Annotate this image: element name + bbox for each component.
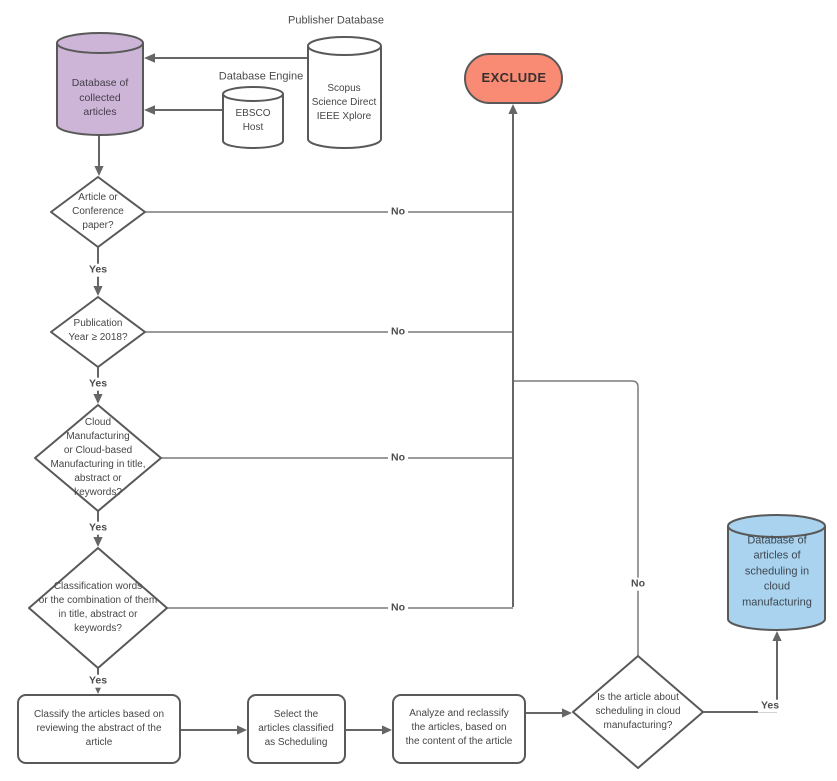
process-rects <box>17 694 526 764</box>
arrow-lines <box>97 57 778 731</box>
arrowhead-into-collected-bottom <box>144 105 155 115</box>
edge-yes-d5-to-scheduling-db <box>703 640 778 713</box>
publisher-database-body <box>307 36 382 149</box>
arrowheads <box>93 53 782 735</box>
edge-no-scheduling <box>513 380 639 656</box>
process-select-rect <box>247 694 346 764</box>
process-classify-rect <box>17 694 181 764</box>
scheduling-database-top-rim <box>727 525 826 538</box>
decision-publication-year-diamond <box>50 296 146 368</box>
arrowhead-into-select <box>237 725 247 735</box>
arrowhead-into-analyze <box>382 725 392 735</box>
exclude-terminator <box>464 53 563 104</box>
publisher-database-cylinder <box>307 36 382 149</box>
database-engine-body <box>222 86 284 149</box>
collected-database-body <box>56 32 144 136</box>
arrowhead-into-d2 <box>93 286 103 296</box>
arrowhead-into-scheduling-db <box>772 631 782 641</box>
process-analyze-rect <box>392 694 526 764</box>
no-branch-lines <box>145 211 639 656</box>
arrowhead-into-d5 <box>562 708 572 718</box>
arrowhead-into-collected-top <box>144 53 155 63</box>
database-engine-top-rim <box>222 93 284 102</box>
decision-classification-words-diamond <box>28 547 168 669</box>
arrowhead-into-d1 <box>94 166 104 176</box>
decision-cloud-manufacturing-diamond <box>34 404 162 512</box>
decision-scheduling-diamond <box>572 655 704 769</box>
collected-database-top-rim <box>56 42 144 54</box>
database-engine-cylinder <box>222 86 284 149</box>
decision-article-type-diamond <box>50 176 146 248</box>
scheduling-database-cylinder <box>727 514 826 631</box>
scheduling-database-body <box>727 514 826 631</box>
arrowhead-into-exclude <box>508 104 518 114</box>
collected-database-cylinder <box>56 32 144 136</box>
arrowhead-into-d3 <box>93 394 103 404</box>
decision-diamonds <box>28 176 704 769</box>
publisher-database-top-rim <box>307 45 382 56</box>
arrowhead-into-classify <box>93 684 103 694</box>
arrowhead-into-d4 <box>93 537 103 547</box>
